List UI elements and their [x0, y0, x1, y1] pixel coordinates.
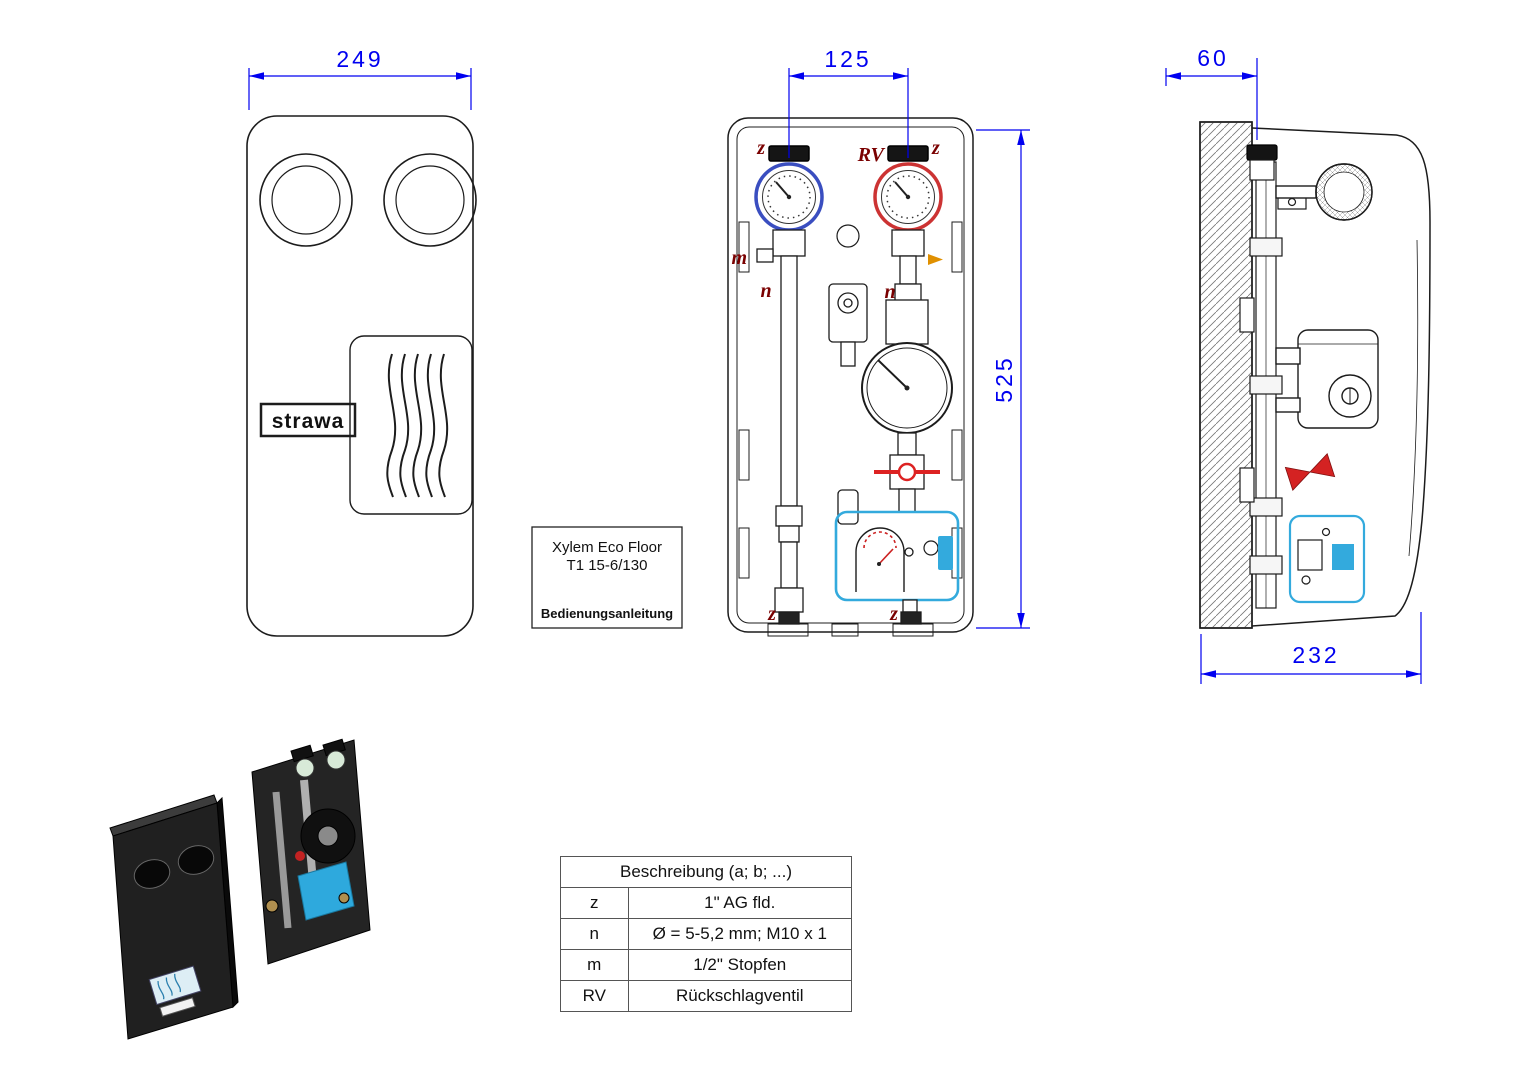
label-plate-manual: Bedienungsanleitung: [541, 606, 673, 621]
iso-flow-meter: [297, 861, 355, 921]
iso-gauge-left: [295, 758, 315, 778]
pump-side-icon: [1275, 329, 1379, 429]
port-label-z-bottom-left: z: [767, 603, 776, 625]
dim-125: 125: [788, 46, 909, 158]
port-labels: z RV z m n n z z: [731, 137, 940, 625]
strawa-logo-text: strawa: [272, 410, 345, 433]
dim-232: 232: [1200, 612, 1422, 684]
table-row: m 1/2" Stopfen: [560, 949, 852, 981]
dim-offset-label: 60: [1197, 45, 1229, 71]
flow-arrow-icon: [928, 254, 943, 265]
wave-lines-icon: [386, 353, 449, 498]
table-row: z 1" AG fld.: [560, 887, 852, 919]
front-view: strawa: [246, 115, 477, 637]
pump-icon: [861, 255, 953, 456]
legend-header: Beschreibung (a; b; ...): [560, 856, 852, 888]
strawa-logo-box: [259, 402, 357, 438]
flow-meter-side-icon: [1288, 514, 1366, 604]
port-label-rv: RV: [857, 144, 886, 166]
side-view: [1199, 121, 1431, 629]
cover-hole-right: [383, 153, 477, 247]
thermometer-red-icon: [873, 145, 943, 232]
isometric-view: [109, 738, 371, 1040]
thermometer-side-icon: [1275, 163, 1373, 221]
valve-handle-side-icon: [1284, 453, 1336, 491]
dim-60: 60: [1165, 45, 1258, 140]
dim-port-spacing-label: 125: [824, 46, 871, 72]
iso-strawa-tag: [159, 997, 196, 1017]
flow-meter-icon: [834, 510, 960, 625]
cover-profile: [1251, 127, 1431, 627]
label-plate-product-line2: T1 15-6/130: [567, 557, 648, 574]
port-label-m: m: [731, 247, 747, 269]
legend-key-n: n: [560, 918, 629, 950]
table-row: n Ø = 5-5,2 mm; M10 x 1: [560, 918, 852, 950]
legend-key-rv: RV: [560, 980, 629, 1012]
iso-wave-badge: [148, 965, 202, 1017]
legend-table: Beschreibung (a; b; ...) z 1" AG fld. n …: [560, 856, 852, 1012]
legend-key-z: z: [560, 887, 629, 919]
cover-outline: [246, 115, 474, 637]
side-piping: [1239, 144, 1307, 609]
label-plate: Xylem Eco Floor T1 15-6/130 Bedienungsan…: [531, 526, 683, 629]
housing-outline: [727, 117, 974, 633]
table-row: RV Rückschlagventil: [560, 980, 852, 1012]
thermometer-blue-icon: [754, 145, 824, 232]
mixing-actuator: [828, 283, 868, 525]
legend-key-m: m: [560, 949, 629, 981]
dim-525: 525: [976, 129, 1030, 629]
port-label-n-left: n: [760, 280, 771, 302]
label-plate-product-line1: Xylem Eco Floor: [552, 539, 662, 556]
iso-gauge-right: [326, 750, 346, 770]
return-riser: [774, 255, 804, 625]
legend-value-n: Ø = 5-5,2 mm; M10 x 1: [627, 918, 852, 950]
port-label-z-top-right: z: [931, 137, 940, 159]
dim-249: 249: [248, 46, 472, 110]
dim-width-front-label: 249: [336, 46, 383, 72]
ball-valve-red-icon: [874, 454, 940, 513]
dim-depth-label: 232: [1292, 642, 1339, 668]
port-label-z-bottom-right: z: [889, 603, 898, 625]
port-label-z-top-left: z: [756, 137, 765, 159]
cover-hole-left: [259, 153, 353, 247]
port-label-n-right: n: [884, 281, 895, 303]
mounting-hole: [836, 224, 860, 248]
dim-height-label: 525: [991, 355, 1017, 402]
legend-value-rv: Rückschlagventil: [627, 980, 852, 1012]
legend-value-m: 1/2" Stopfen: [627, 949, 852, 981]
internal-view: z RV z m n n z z: [727, 117, 974, 637]
wave-panel: [349, 335, 473, 515]
legend-value-z: 1" AG fld.: [627, 887, 852, 919]
